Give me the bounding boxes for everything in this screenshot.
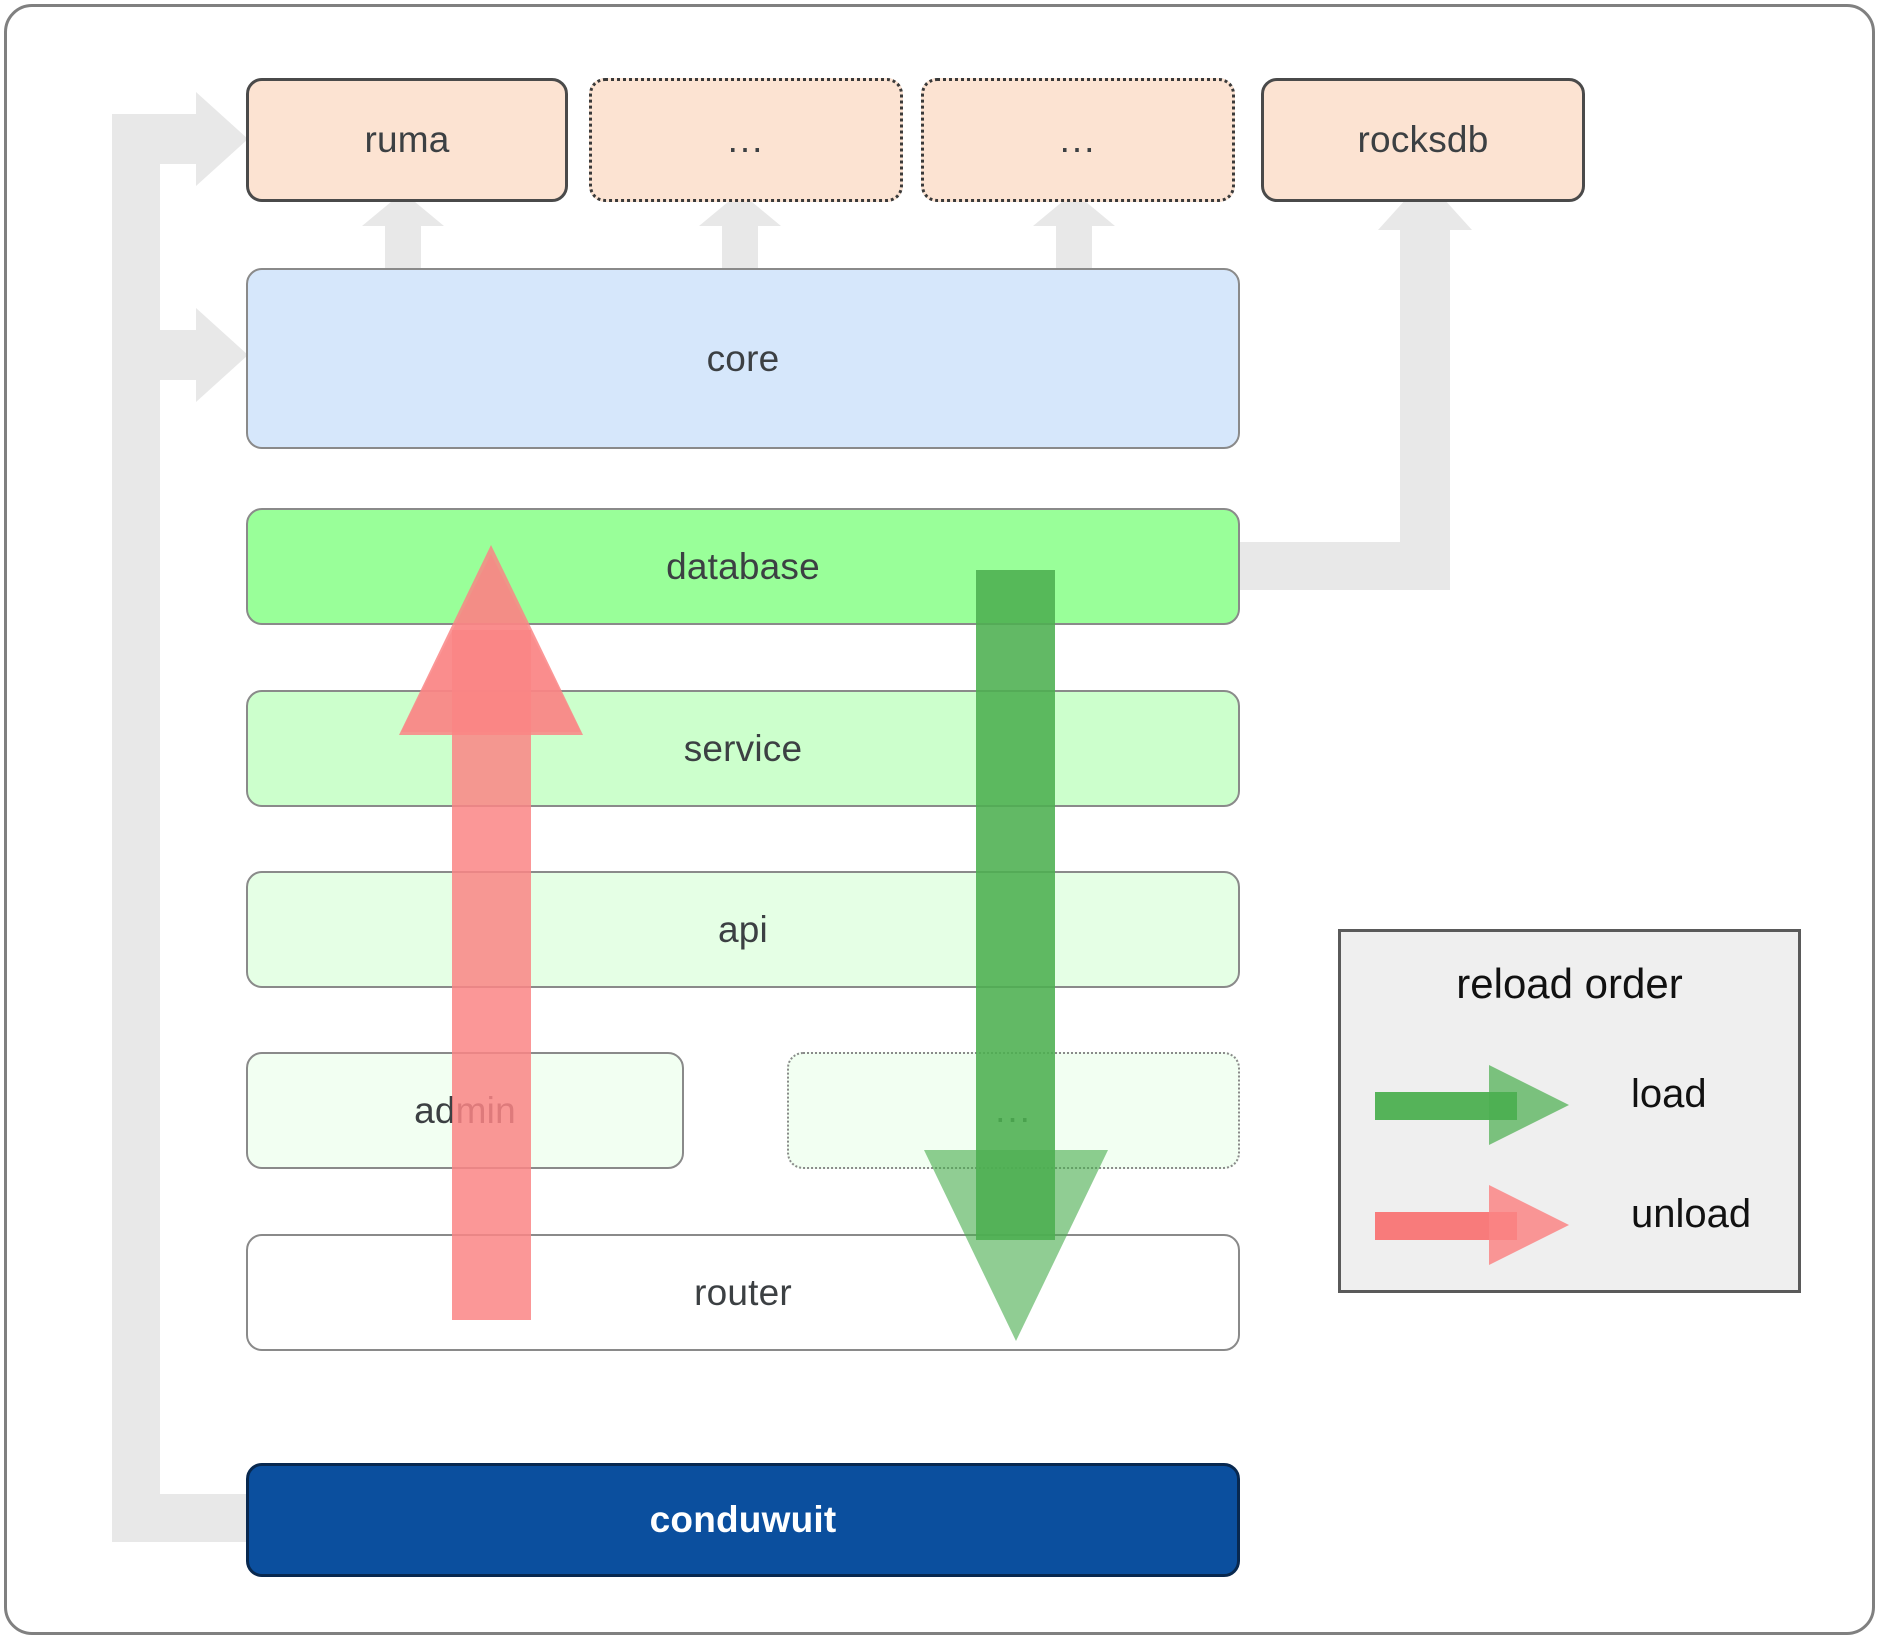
layer-box-router[interactable]: router	[246, 1234, 1240, 1351]
layer-box-database[interactable]: database	[246, 508, 1240, 625]
legend-label-load: load	[1631, 1072, 1707, 1116]
layer-box-service[interactable]: service	[246, 690, 1240, 807]
dependency-box-placeholder-1[interactable]: ...	[589, 78, 903, 202]
dependency-box-placeholder-2[interactable]: ...	[921, 78, 1235, 202]
dependency-label-ruma: ruma	[364, 119, 450, 160]
legend-unload-arrow-icon	[1375, 1185, 1569, 1265]
layer-label-admin: admin	[414, 1089, 516, 1131]
layer-box-api[interactable]: api	[246, 871, 1240, 988]
application-box-conduwuit[interactable]: conduwuit	[246, 1463, 1240, 1577]
layer-label-database: database	[666, 545, 820, 587]
layer-box-admin[interactable]: admin	[246, 1052, 684, 1169]
layer-label-api: api	[718, 908, 768, 950]
legend-row-unload: unload	[1341, 1180, 1798, 1270]
layer-label-more: ...	[995, 1089, 1032, 1131]
dependency-label-placeholder-1: ...	[727, 118, 765, 160]
legend-row-load: load	[1341, 1060, 1798, 1150]
layer-box-core[interactable]: core	[246, 268, 1240, 449]
dependency-label-rocksdb: rocksdb	[1357, 119, 1489, 160]
legend-title: reload order	[1456, 960, 1683, 1007]
dependency-box-rocksdb[interactable]: rocksdb	[1261, 78, 1585, 202]
layer-label-service: service	[683, 727, 803, 769]
diagram-frame	[4, 4, 1875, 1635]
legend-load-arrow-icon	[1375, 1065, 1569, 1145]
application-label-conduwuit: conduwuit	[649, 1499, 837, 1540]
layer-label-router: router	[694, 1271, 792, 1313]
legend-label-unload: unload	[1631, 1192, 1752, 1236]
layer-box-more[interactable]: ...	[787, 1052, 1240, 1169]
dependency-box-ruma[interactable]: ruma	[246, 78, 568, 202]
legend-panel: reload order load unload	[1338, 929, 1801, 1293]
dependency-label-placeholder-2: ...	[1059, 118, 1097, 160]
layer-label-core: core	[706, 337, 780, 379]
